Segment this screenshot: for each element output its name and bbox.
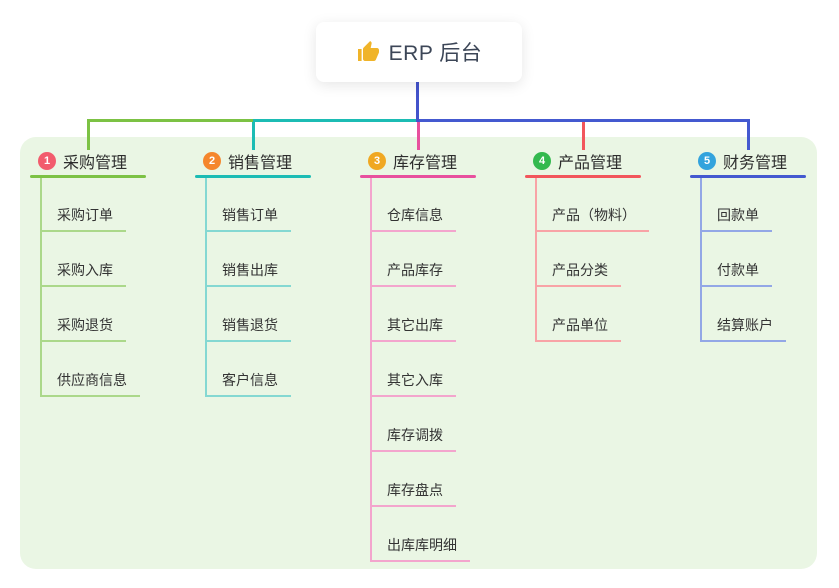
branch-node-1[interactable]: 1 采购管理 [38, 149, 127, 173]
child-node[interactable]: 回款单 [700, 205, 772, 232]
child-node[interactable]: 客户信息 [205, 370, 291, 397]
children-connector-line [700, 178, 702, 342]
branch-label: 财务管理 [723, 155, 788, 172]
children-connector-line [535, 178, 537, 342]
branches-panel [20, 137, 817, 569]
branch-number-badge: 4 [533, 152, 551, 170]
child-node[interactable]: 销售订单 [205, 205, 291, 232]
connector-drop-5 [747, 119, 750, 150]
child-node[interactable]: 付款单 [700, 260, 772, 287]
connector-bus-left-green [87, 119, 254, 122]
connector-drop-3 [417, 119, 420, 150]
child-node[interactable]: 供应商信息 [40, 370, 140, 397]
connector-drop-1 [87, 119, 90, 150]
connector-drop-4 [582, 119, 585, 150]
branch-underline [195, 175, 311, 178]
children-connector-line [40, 178, 42, 397]
branch-number-badge: 3 [368, 152, 386, 170]
branch-number-badge: 2 [203, 152, 221, 170]
child-node[interactable]: 销售出库 [205, 260, 291, 287]
branch-underline [525, 175, 641, 178]
root-connector [416, 82, 419, 122]
branch-label: 采购管理 [63, 155, 128, 172]
children-connector-line [205, 178, 207, 397]
thumbs-up-icon [356, 40, 380, 64]
connector-bus-left-teal [253, 119, 419, 122]
connector-drop-2 [252, 119, 255, 150]
child-node[interactable]: 产品单位 [535, 315, 621, 342]
child-node[interactable]: 结算账户 [700, 315, 786, 342]
branch-underline [690, 175, 806, 178]
child-node[interactable]: 其它入库 [370, 370, 456, 397]
branch-node-2[interactable]: 2 销售管理 [203, 149, 292, 173]
branch-node-3[interactable]: 3 库存管理 [368, 149, 457, 173]
child-node[interactable]: 出库库明细 [370, 535, 470, 562]
child-node[interactable]: 产品分类 [535, 260, 621, 287]
root-node[interactable]: ERP 后台 [316, 22, 522, 82]
connector-bus-right-blue [417, 119, 750, 122]
branch-underline [30, 175, 146, 178]
child-node[interactable]: 采购入库 [40, 260, 126, 287]
child-node[interactable]: 销售退货 [205, 315, 291, 342]
branch-node-5[interactable]: 5 财务管理 [698, 149, 787, 173]
child-node[interactable]: 产品（物料） [535, 205, 649, 232]
child-node[interactable]: 采购退货 [40, 315, 126, 342]
branch-underline [360, 175, 476, 178]
branch-number-badge: 5 [698, 152, 716, 170]
child-node[interactable]: 产品库存 [370, 260, 456, 287]
child-node[interactable]: 采购订单 [40, 205, 126, 232]
branch-number-badge: 1 [38, 152, 56, 170]
child-node[interactable]: 库存盘点 [370, 480, 456, 507]
root-label: ERP 后台 [388, 42, 483, 65]
children-connector-line [370, 178, 372, 562]
branch-label: 产品管理 [558, 155, 623, 172]
branch-node-4[interactable]: 4 产品管理 [533, 149, 622, 173]
child-node[interactable]: 仓库信息 [370, 205, 456, 232]
child-node[interactable]: 库存调拨 [370, 425, 456, 452]
branch-label: 销售管理 [228, 155, 293, 172]
child-node[interactable]: 其它出库 [370, 315, 456, 342]
branch-label: 库存管理 [393, 155, 458, 172]
